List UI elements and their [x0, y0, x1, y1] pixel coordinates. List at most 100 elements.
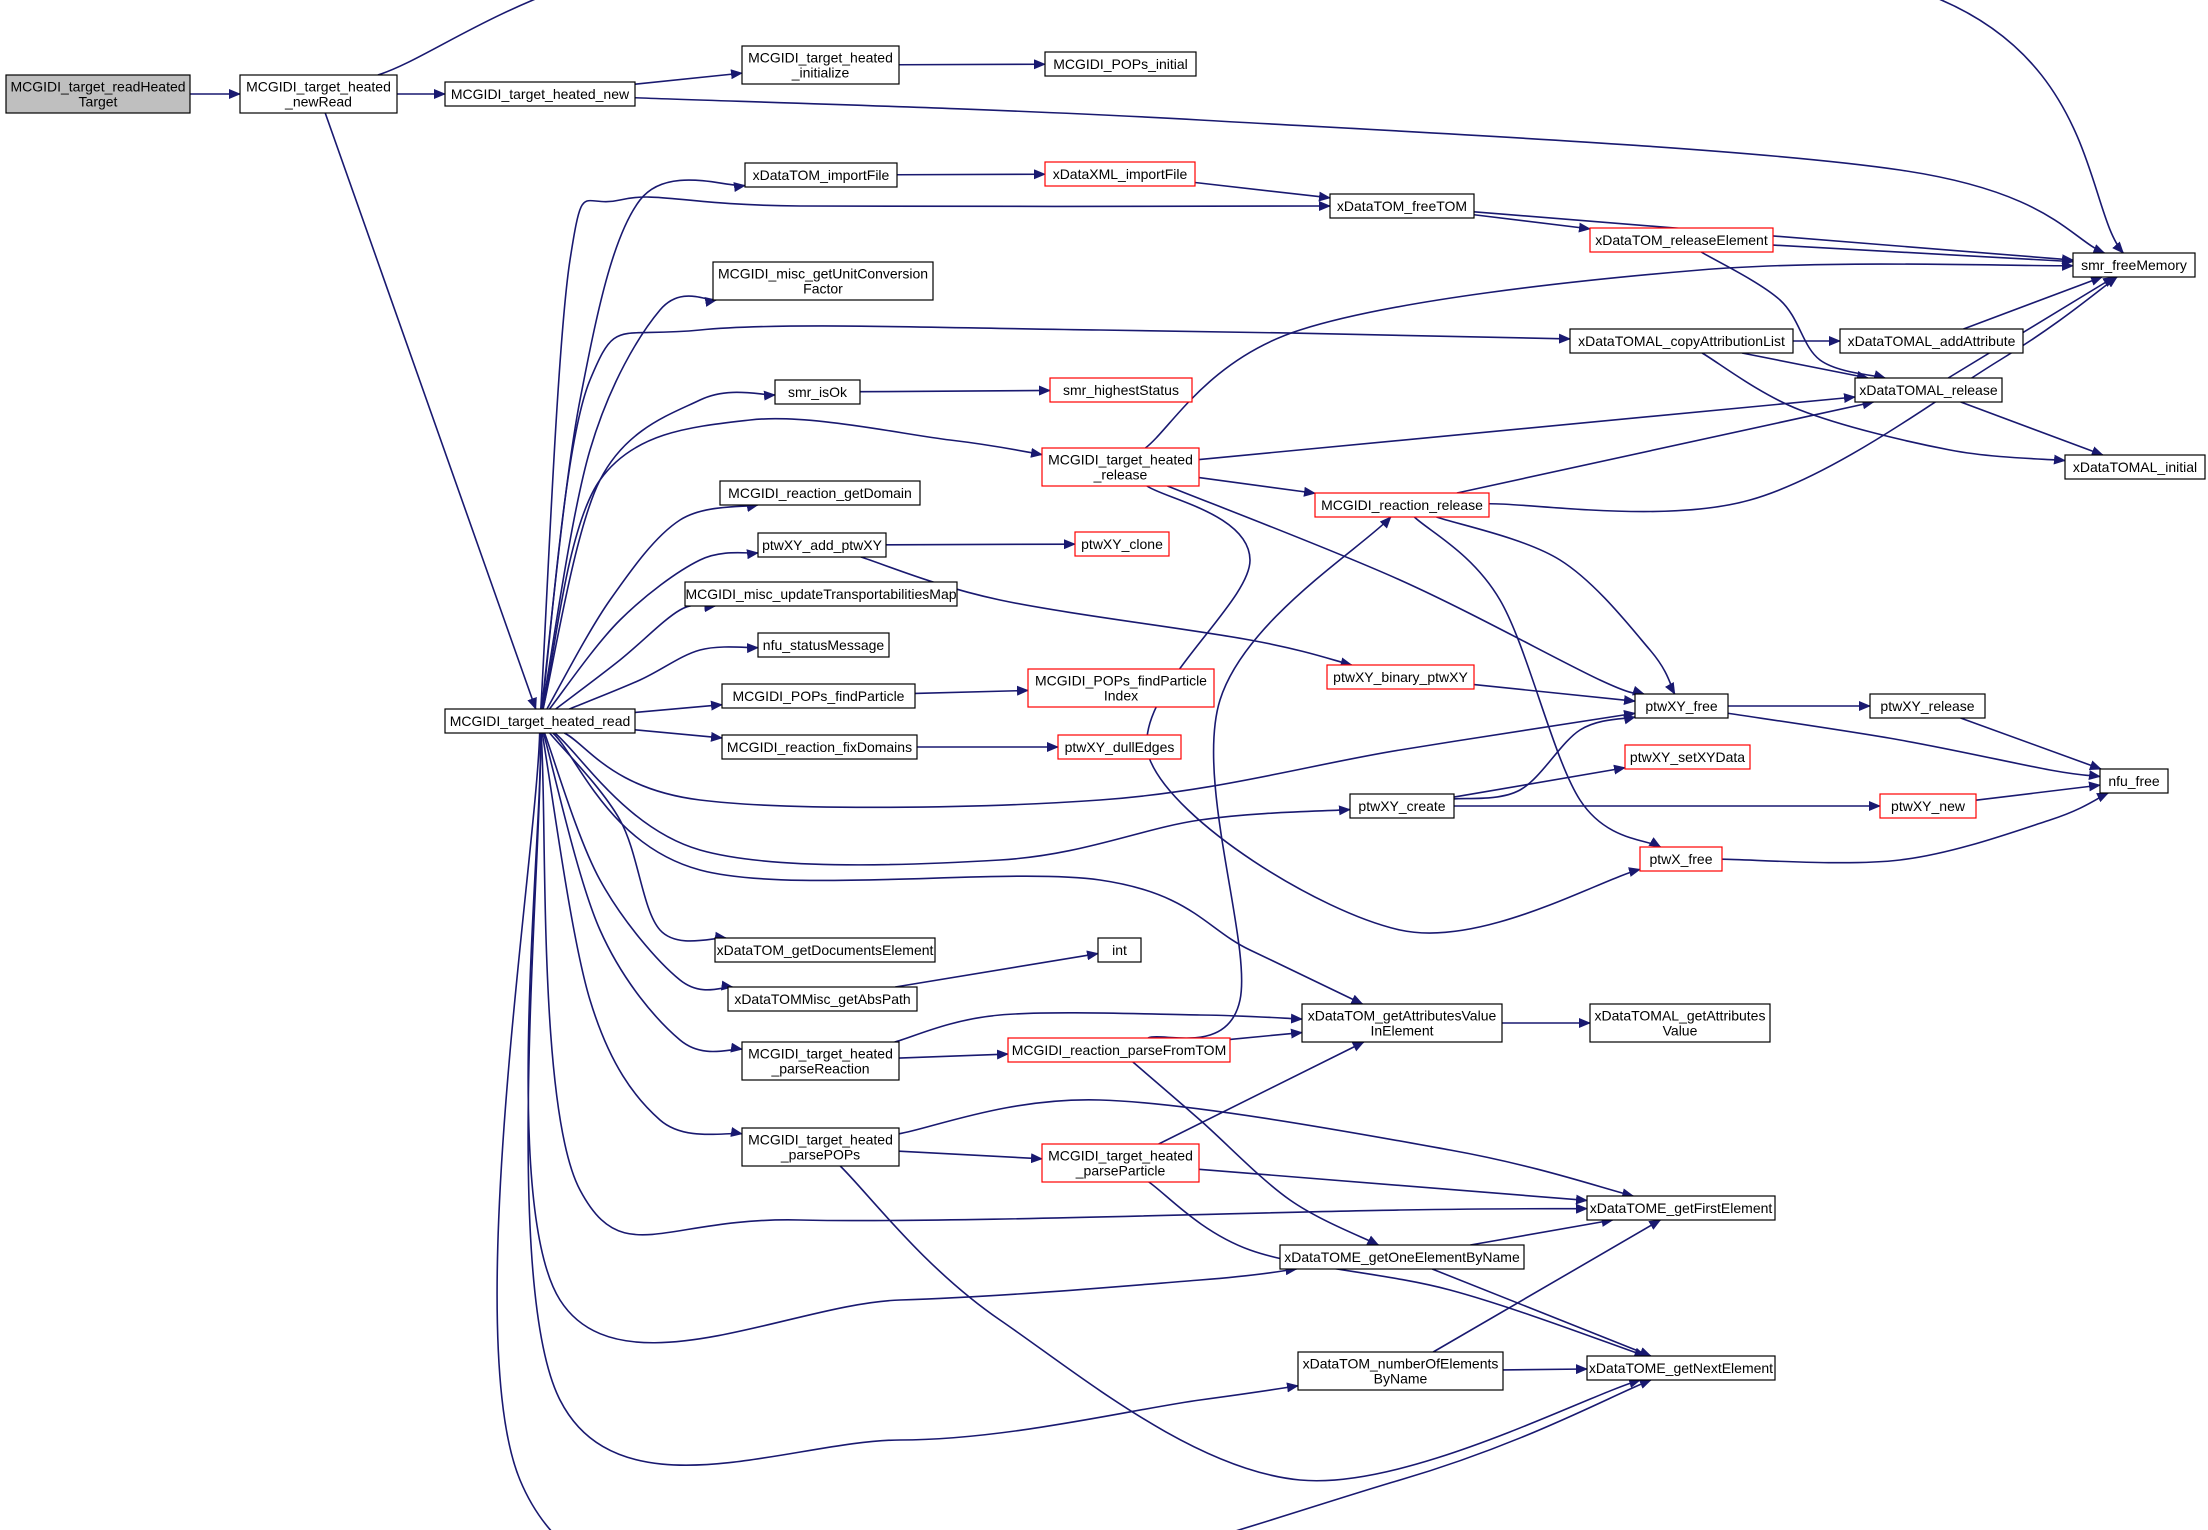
node-getDocElem[interactable]: xDataTOM_getDocumentsElement — [714, 937, 936, 963]
edge-addPtw-to-binPtw — [860, 556, 1353, 668]
node-addPtw[interactable]: ptwXY_add_ptwXY — [757, 532, 887, 558]
node-label: ptwX_free — [1649, 851, 1712, 867]
node-tomRelElem[interactable]: xDataTOM_releaseElement — [1589, 227, 1774, 253]
node-tomFree[interactable]: xDataTOM_freeTOM — [1329, 193, 1475, 219]
edge-heatedRelease-to-ptwXFree — [1146, 485, 1641, 934]
node-nfuStatus[interactable]: nfu_statusMessage — [757, 632, 890, 658]
node-box — [1097, 937, 1142, 963]
node-ptwXFree[interactable]: ptwX_free — [1639, 846, 1723, 872]
node-box — [1027, 668, 1215, 708]
node-reactRelease[interactable]: MCGIDI_reaction_release — [1314, 492, 1490, 518]
node-smrHigh[interactable]: smr_highestStatus — [1049, 377, 1193, 403]
edge-reactRelease-to-ptwFree — [1436, 516, 1676, 695]
node-label: ptwXY_dullEdges — [1065, 739, 1175, 755]
node-label: ptwXY_free — [1645, 698, 1718, 714]
edge-parsePart-to-getAttrVal — [1158, 1041, 1365, 1145]
node-parsePart[interactable]: MCGIDI_target_heated_parseParticle — [1041, 1143, 1200, 1183]
node-intNode[interactable]: int — [1097, 937, 1142, 963]
edge-parseReact-to-reactParse — [898, 1049, 1009, 1060]
node-reactGetDom[interactable]: MCGIDI_reaction_getDomain — [719, 480, 921, 506]
node-reactParse[interactable]: MCGIDI_reaction_parseFromTOM — [1007, 1037, 1231, 1063]
node-heatedRelease[interactable]: MCGIDI_target_heated_release — [1041, 447, 1200, 487]
node-tomImport[interactable]: xDataTOM_importFile — [744, 162, 898, 188]
node-heatedRead[interactable]: MCGIDI_target_heated_read — [444, 708, 636, 734]
edge-reactParse-to-getAttrVal — [1229, 1028, 1303, 1041]
node-parseReact[interactable]: MCGIDI_target_heated_parseReaction — [741, 1041, 900, 1081]
node-alGetAttrVal[interactable]: xDataTOMAL_getAttributesValue — [1589, 1003, 1771, 1043]
node-absPath[interactable]: xDataTOMMisc_getAbsPath — [727, 986, 918, 1012]
edge-addPtw-to-ptwClone — [885, 539, 1076, 550]
node-box — [757, 632, 890, 658]
node-box — [1007, 1037, 1231, 1063]
node-label: MCGIDI_target_heated_new — [451, 86, 630, 102]
node-firstElem[interactable]: xDataTOME_getFirstElement — [1586, 1195, 1776, 1221]
node-box — [1589, 227, 1774, 253]
edge-heatedRead-to-numElem — [527, 732, 1299, 1467]
node-binPtw[interactable]: ptwXY_binary_ptwXY — [1326, 664, 1475, 690]
node-label: InElement — [1370, 1023, 1433, 1039]
node-label: ptwXY_new — [1891, 798, 1966, 814]
node-popsInitial[interactable]: MCGIDI_POPs_initial — [1044, 51, 1197, 77]
edge-heatedRead-to-addPtw — [548, 549, 759, 710]
node-parsePOPs[interactable]: MCGIDI_target_heated_parsePOPs — [741, 1127, 900, 1167]
node-label: xDataTOM_numberOfElements — [1303, 1356, 1499, 1372]
node-ptwRelease[interactable]: ptwXY_release — [1869, 693, 1986, 719]
node-nextElem[interactable]: xDataTOME_getNextElement — [1586, 1355, 1776, 1381]
node-box — [712, 261, 934, 301]
node-label: nfu_free — [2108, 773, 2160, 789]
edge-reactRelease-to-smrFree — [1488, 276, 2118, 513]
edge-parsePart-to-firstElem — [1198, 1168, 1588, 1205]
edge-heatedRead-to-updTrans — [555, 602, 717, 710]
node-smrFree[interactable]: smr_freeMemory — [2072, 252, 2196, 278]
node-label: Target — [79, 94, 118, 110]
node-ptwClone[interactable]: ptwXY_clone — [1074, 531, 1170, 557]
node-box — [1839, 328, 2024, 354]
edge-heatedRead-to-smrIsOk — [542, 390, 776, 710]
node-ptwNew[interactable]: ptwXY_new — [1879, 793, 1977, 819]
edge-ptwCreate-to-ptwFree — [1453, 714, 1636, 800]
node-fixDom[interactable]: MCGIDI_reaction_fixDomains — [721, 734, 918, 760]
node-smrIsOk[interactable]: smr_isOk — [774, 379, 861, 405]
edge-alRelease-to-smrFree — [1947, 276, 2116, 379]
node-dullEdges[interactable]: ptwXY_dullEdges — [1057, 734, 1182, 760]
node-copyAttr[interactable]: xDataTOMAL_copyAttributionList — [1569, 328, 1794, 354]
node-label: MCGIDI_target_heated — [1048, 1148, 1193, 1164]
node-box — [727, 986, 918, 1012]
node-ptwFree[interactable]: ptwXY_free — [1634, 693, 1729, 719]
node-label: xDataTOME_getNextElement — [1589, 1360, 1773, 1376]
call-edges — [190, 0, 2124, 1530]
edge-absPath-to-intNode — [895, 950, 1099, 988]
node-oneElem[interactable]: xDataTOME_getOneElementByName — [1279, 1244, 1525, 1270]
node-ptwCreate[interactable]: ptwXY_create — [1349, 793, 1455, 819]
node-box — [5, 74, 191, 114]
node-xmlImport[interactable]: xDataXML_importFile — [1044, 161, 1196, 187]
node-heatedInit[interactable]: MCGIDI_target_heated_initialize — [741, 45, 900, 85]
node-box — [1326, 664, 1475, 690]
node-label: ptwXY_create — [1358, 798, 1445, 814]
node-alRelease[interactable]: xDataTOMAL_release — [1854, 377, 2003, 403]
node-popsFind[interactable]: MCGIDI_POPs_findParticle — [721, 683, 916, 709]
edge-numElem-to-firstElem — [1432, 1219, 1662, 1353]
node-box — [2099, 768, 2169, 794]
node-heatedNew[interactable]: MCGIDI_target_heated_new — [444, 81, 636, 107]
node-updTrans[interactable]: MCGIDI_misc_updateTransportabilitiesMap — [684, 581, 958, 607]
node-box — [721, 683, 916, 709]
node-alInitial[interactable]: xDataTOMAL_initial — [2064, 454, 2206, 480]
edge-reactRelease-to-ptwXFree — [1413, 516, 1662, 848]
node-box — [1301, 1003, 1503, 1043]
node-addAttr[interactable]: xDataTOMAL_addAttribute — [1839, 328, 2024, 354]
edge-ptwFree-to-nfuFree — [1727, 712, 2101, 781]
node-newRead[interactable]: MCGIDI_target_heated_newRead — [239, 74, 398, 114]
node-label: int — [1112, 942, 1127, 958]
call-nodes: MCGIDI_target_readHeatedTargetMCGIDI_tar… — [5, 45, 2206, 1391]
node-box — [1879, 793, 1977, 819]
node-nfuFree[interactable]: nfu_free — [2099, 768, 2169, 794]
edge-heatedRead-to-ptwCreate — [554, 732, 1351, 866]
node-setXY[interactable]: ptwXY_setXYData — [1624, 744, 1751, 770]
edge-addAttr-to-smrFree — [1963, 276, 2103, 330]
